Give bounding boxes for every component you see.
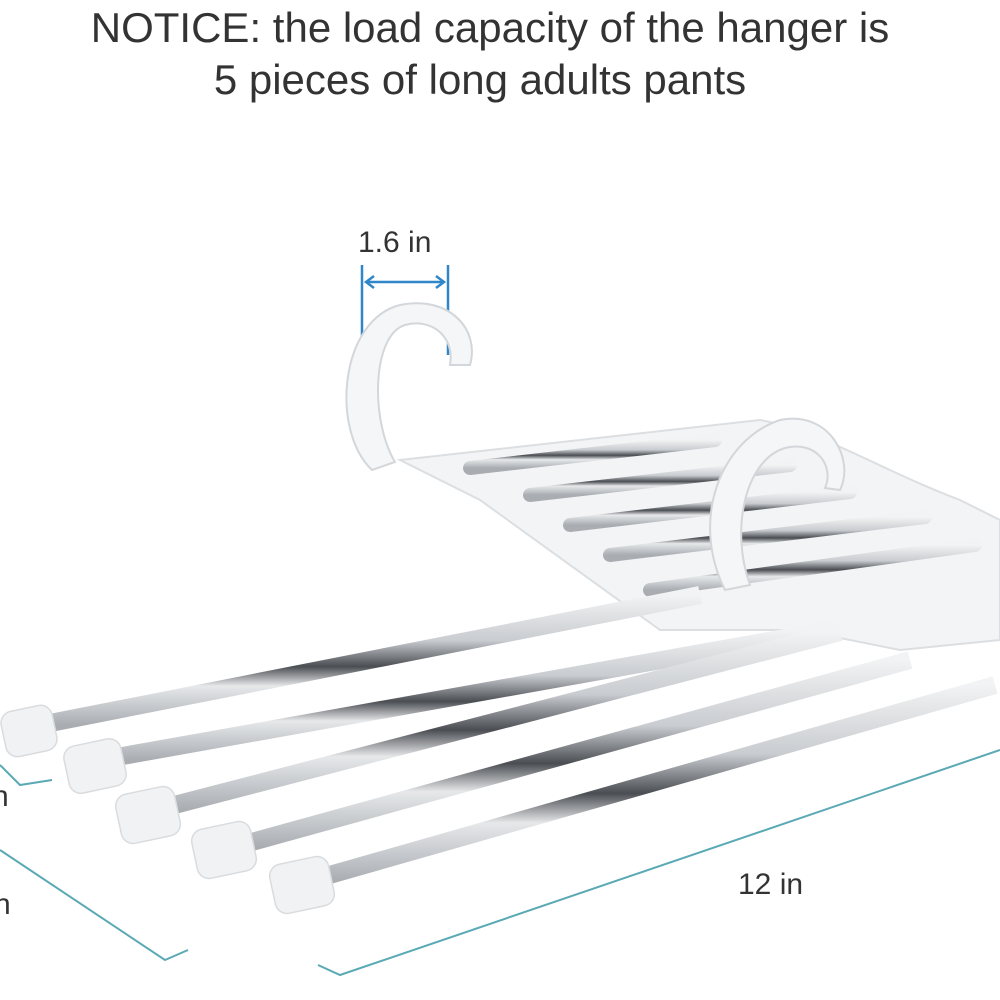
length-dimension-line: [0, 749, 1000, 977]
rod-end-caps: [0, 704, 336, 915]
front-hook: [709, 417, 846, 592]
hanger-frame: [396, 418, 1000, 652]
front-rods: [38, 586, 998, 891]
notice-line-2: 5 pieces of long adults pants: [213, 56, 747, 103]
hook-icon: [345, 302, 473, 472]
length-label: 12 in: [738, 868, 804, 901]
left-dimension-label-2: n: [0, 888, 11, 921]
left-dimension-label-1: n: [0, 780, 9, 813]
hook-width-label: 1.6 in: [358, 226, 432, 259]
notice-line-1: NOTICE: the load capacity of the hanger …: [90, 4, 890, 51]
